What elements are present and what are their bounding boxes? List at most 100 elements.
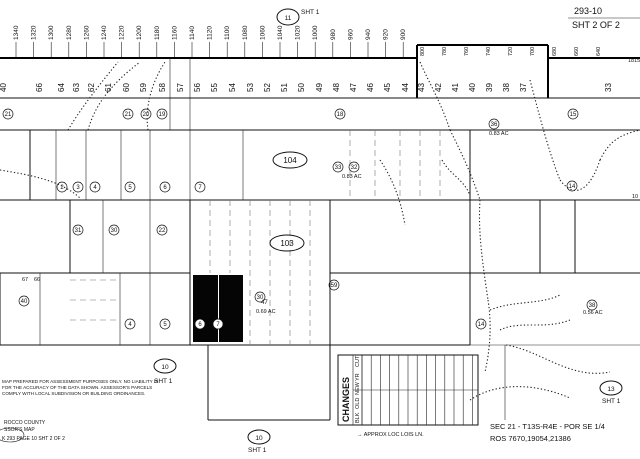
parcel-number: 33: [335, 165, 342, 171]
parcel-ring: [122, 108, 134, 120]
top-tick-label: 920: [383, 29, 390, 40]
parcel-number: 38: [589, 303, 596, 309]
parcel-number: 40: [21, 299, 28, 305]
parcel-circle: 30: [254, 291, 266, 303]
top-right-tick-label: 720: [508, 47, 514, 56]
parcel-number: 2: [60, 185, 64, 191]
parcel-number: 15: [570, 112, 577, 118]
parcel-ring: [72, 224, 84, 236]
top-tick-label: 1040: [277, 25, 284, 40]
changes-grid: [353, 355, 478, 425]
bottom-ref-2: 10 SHT 1: [247, 429, 271, 454]
parcel-ring: [124, 181, 136, 193]
parcel-circle: 22: [156, 224, 168, 236]
parcel-circle: 30: [108, 224, 120, 236]
acreage-36: 0.83 AC: [489, 131, 509, 137]
bottom-ref-2-num: 10: [255, 435, 263, 442]
changes-header: YR: [355, 373, 361, 381]
parcel-circle: 59: [328, 279, 340, 291]
parcel-number: 21: [5, 112, 12, 118]
top-tick-label: 940: [365, 29, 372, 40]
bottom-ref-3: 13 SHT 1: [599, 380, 623, 405]
top-tick-label: 1140: [189, 26, 196, 40]
changes-header: BLK: [355, 412, 361, 423]
parcel-ring: [194, 181, 206, 193]
parcel-number: 7: [216, 322, 220, 328]
parcel-ring: [566, 180, 578, 192]
parcel-number: 5: [163, 322, 167, 328]
disclaimer-line-2: FOR THE ACCURACY OF THE DATA SHOWN. ASSE…: [2, 385, 152, 390]
changes-note: → APPROX LOC LOIS LN.: [357, 432, 424, 438]
bottom-ref-2-label: SHT 1: [248, 447, 267, 454]
top-tick-label: 1100: [224, 26, 231, 40]
parcel-ring: [332, 161, 344, 173]
parcel-ring: [488, 118, 500, 130]
lot-number: 38: [502, 83, 511, 92]
parcel-number: 19: [159, 112, 166, 118]
parcel-circle: 4: [89, 181, 101, 193]
parcel-circle: 4: [124, 318, 136, 330]
lot-number: 44: [401, 83, 410, 92]
lot-number: 64: [57, 83, 66, 92]
parcel-circle: 18: [334, 108, 346, 120]
lot-number: 58: [158, 83, 167, 92]
parcel-circle: 20: [140, 108, 152, 120]
parcel-number: 59: [331, 283, 338, 289]
top-right-tick-label: 680: [552, 47, 558, 56]
parcel-ring: [475, 318, 487, 330]
parcel-circle: 7: [194, 181, 206, 193]
parcel-ring: [156, 224, 168, 236]
parcel-number: 30: [257, 295, 264, 301]
lot-number: 55: [210, 83, 219, 92]
changes-header: CUT: [355, 355, 361, 367]
bottom-ref-1-num: 10: [161, 364, 169, 371]
parcel-circle: 33: [332, 161, 344, 173]
top-tick-label: 1320: [31, 25, 38, 40]
disclaimer: MAP PREPARED FOR ASSESSMENT PURPOSES ONL…: [2, 379, 158, 396]
parcel-circle: 6: [159, 181, 171, 193]
lot-number: 60: [122, 83, 131, 92]
tract-103: 103: [269, 234, 305, 252]
changes-header: OLD: [355, 398, 361, 409]
top-right-tick-label: 660: [574, 47, 580, 56]
lot-number: 33: [604, 83, 613, 92]
top-tick-label: 1180: [154, 26, 161, 40]
lot-number: 43: [417, 83, 426, 92]
parcel-47-label: 47: [261, 300, 268, 306]
parcel-circle: 5: [124, 181, 136, 193]
parcel-circle: 32: [348, 161, 360, 173]
top-tick-label: 1340: [13, 25, 20, 40]
lot-number: 53: [246, 83, 255, 92]
tract-104: 104: [272, 151, 308, 169]
top-tick-label: 1260: [83, 25, 90, 40]
parcel-ring: [334, 108, 346, 120]
parcel-number: 32: [351, 165, 358, 171]
lot-number: 62: [87, 83, 96, 92]
sheet-label: SHT 2 OF 2: [572, 20, 620, 30]
parcel-number: 21: [125, 112, 132, 118]
parcel-number: 36: [491, 122, 498, 128]
tract-103-label: 103: [280, 239, 294, 248]
top-tick-label: 1120: [207, 26, 214, 40]
parcel-number: 4: [128, 322, 132, 328]
parcel-ring: [348, 161, 360, 173]
lot-number: 59: [139, 83, 148, 92]
lot-number: 49: [315, 83, 324, 92]
top-tick-label: 1280: [66, 25, 73, 40]
right-edge-1815: 1815: [628, 58, 640, 64]
parcel-ring: [18, 295, 30, 307]
lot-number: 47: [349, 83, 358, 92]
lot-number: 66: [35, 83, 44, 92]
parcel-number: 6: [198, 322, 202, 328]
parcel-ring: [56, 181, 68, 193]
right-edge-10: 10: [632, 194, 638, 200]
lot-number: 50: [297, 83, 306, 92]
parcel-ring: [159, 318, 171, 330]
filled-parcel-6: [193, 275, 218, 342]
parcel-number: 6: [163, 185, 167, 191]
top-tick-label: 960: [347, 29, 354, 40]
parcel-circle: 6: [194, 318, 206, 330]
